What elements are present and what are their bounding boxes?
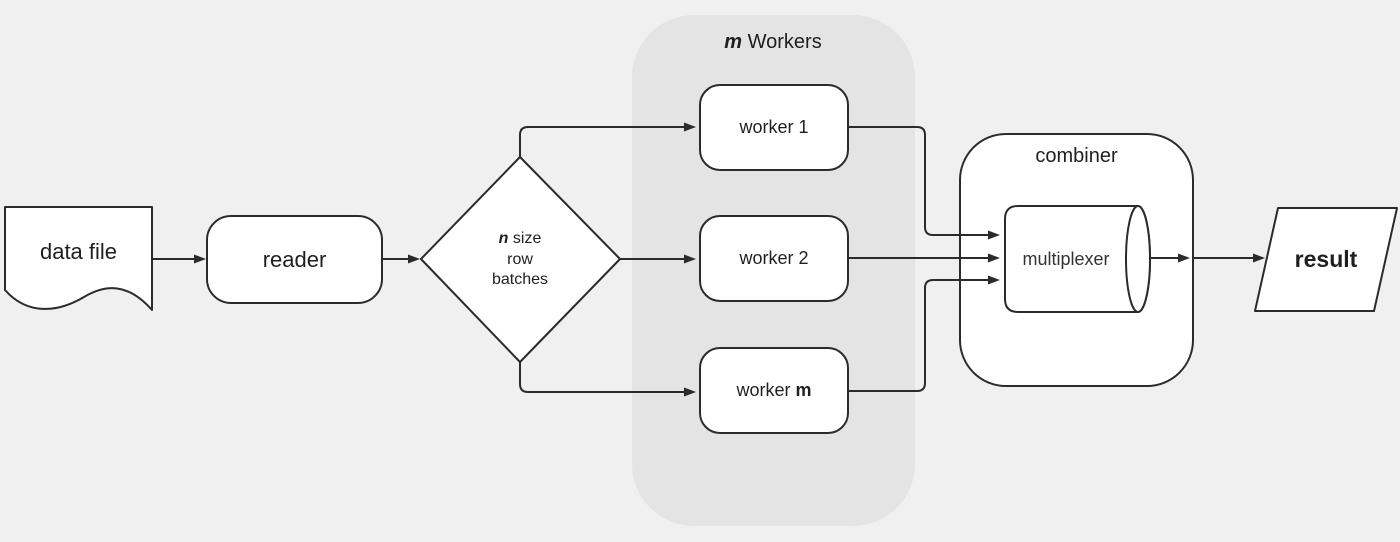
arrow-worker-1-to-multiplexer bbox=[848, 126, 1000, 240]
worker-2-shape bbox=[699, 215, 849, 302]
decision-diamond-shape bbox=[420, 156, 621, 363]
worker-1-shape bbox=[699, 84, 849, 171]
worker-m-shape bbox=[699, 347, 849, 434]
result-shape bbox=[1254, 207, 1398, 312]
reader-shape bbox=[206, 215, 383, 304]
arrow-decision-to-worker-m bbox=[519, 362, 696, 397]
data-file-shape bbox=[4, 206, 153, 311]
arrow-decision-to-worker-1 bbox=[519, 122, 696, 157]
multiplexer-cylinder-cap bbox=[1125, 205, 1151, 313]
arrow-worker-m-to-multiplexer bbox=[848, 275, 1000, 392]
